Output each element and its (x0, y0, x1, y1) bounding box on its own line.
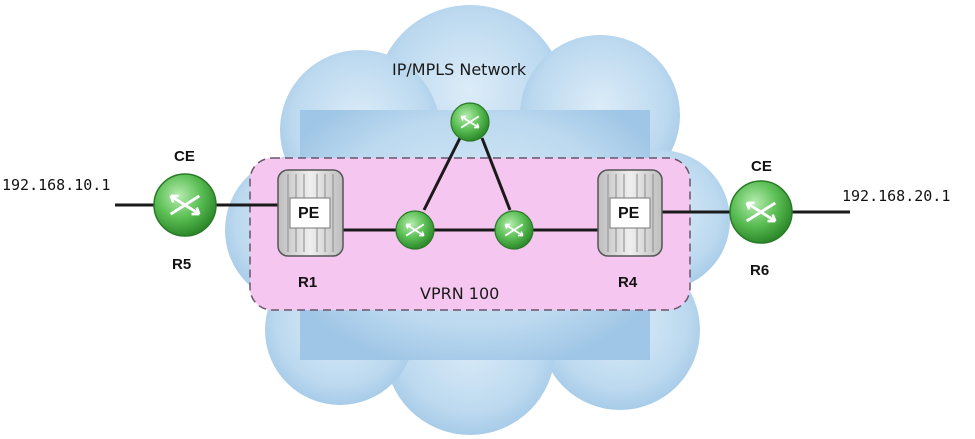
vprn-area (249, 157, 691, 311)
r6-name-label: R6 (750, 262, 770, 279)
r1-role-label: PE (298, 205, 320, 222)
r1-name-label: R1 (298, 274, 318, 291)
r4-role-label: PE (618, 205, 640, 222)
pe-router-r1-icon (277, 169, 344, 257)
r6-role-label: CE (751, 158, 772, 175)
router-r5-icon (153, 173, 217, 237)
r4-name-label: R4 (618, 274, 638, 291)
router-r6-icon (729, 180, 793, 244)
r5-role-label: CE (174, 148, 195, 165)
right-ip-label: 192.168.20.1 (842, 187, 951, 205)
r5-name-label: R5 (172, 256, 192, 273)
core-router-right-icon (494, 210, 534, 250)
pe-router-r4-icon (597, 169, 663, 257)
left-ip-label: 192.168.10.1 (2, 176, 111, 194)
core-router-top-icon (450, 102, 490, 142)
link-ptop-pleft (422, 137, 462, 211)
links (115, 137, 850, 232)
network-title: IP/MPLS Network (392, 60, 527, 79)
vprn-label: VPRN 100 (420, 284, 500, 303)
core-router-left-icon (395, 210, 435, 250)
link-ptop-pright (480, 137, 512, 211)
